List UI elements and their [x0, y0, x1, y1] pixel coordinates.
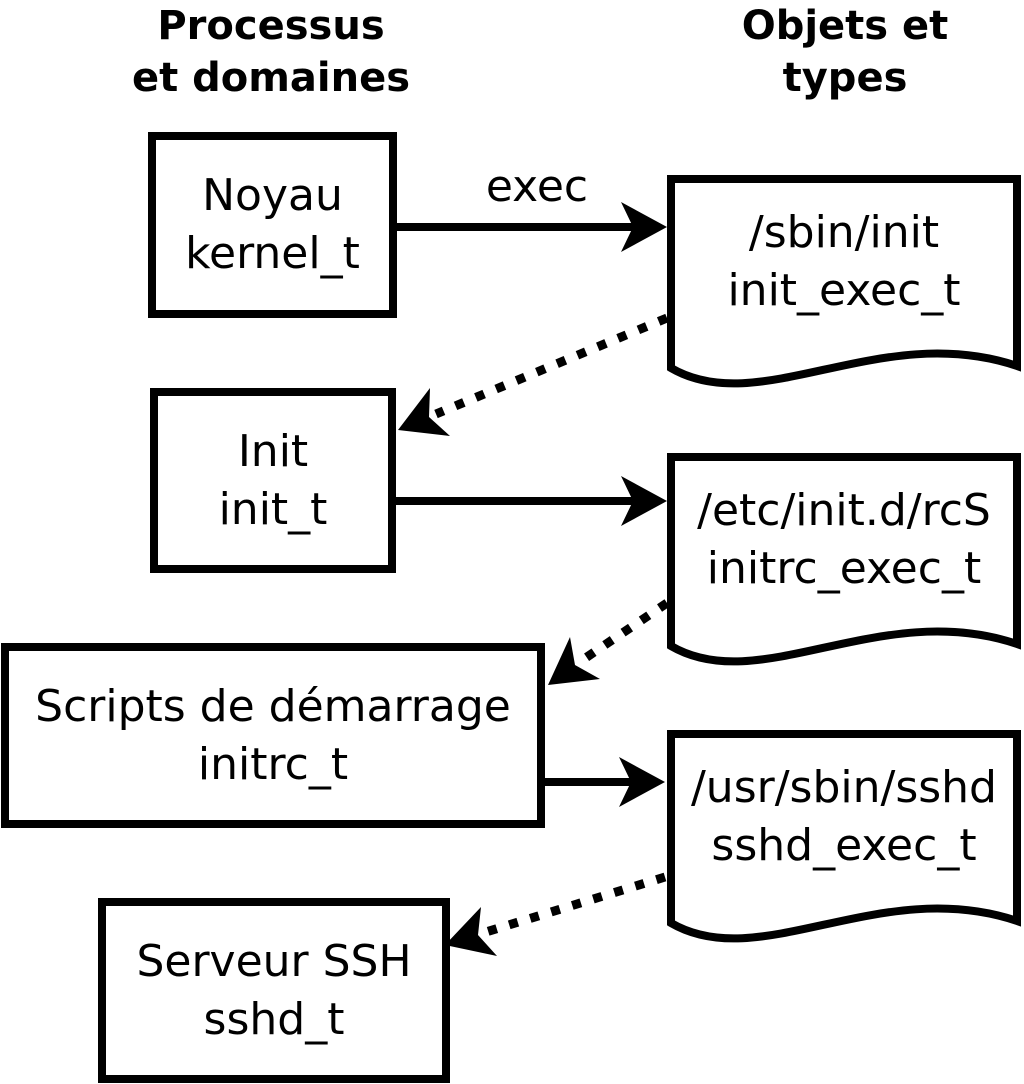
solid-arrow-kernel-to-init-exec [393, 202, 667, 252]
process-name: Init [237, 425, 309, 477]
object-path: /usr/sbin/sshd [690, 762, 997, 813]
dotted-arrow-initrc-exec-to-initrc [548, 599, 670, 685]
process-name: Serveur SSH [136, 935, 412, 987]
process-box-kernel: Noyau kernel_t [148, 132, 397, 318]
solid-arrow-init-to-initrc-exec [392, 476, 667, 526]
exec-arrow-label: exec [485, 161, 589, 212]
dotted-arrow-init-exec-to-init [398, 313, 669, 436]
process-box-initrc: Scripts de démarrage initrc_t [1, 643, 545, 828]
object-type: sshd_exec_t [711, 820, 977, 871]
object-path: /sbin/init [748, 207, 940, 258]
column-header-processes: Processus et domaines [81, 0, 461, 104]
object-doc-label-initrc-exec: /etc/init.d/rcS initrc_exec_t [671, 482, 1017, 598]
process-name: Scripts de démarrage [35, 680, 511, 732]
object-type: init_exec_t [727, 265, 961, 316]
dotted-arrow-sshd-exec-to-sshd [445, 872, 667, 956]
column-header-processes-line2: et domaines [131, 55, 411, 101]
object-doc-label-init-exec: /sbin/init init_exec_t [671, 204, 1017, 320]
process-box-init: Init init_t [150, 388, 396, 573]
document-shape-init-exec [667, 175, 1021, 388]
document-shape-initrc-exec [667, 453, 1021, 666]
domain-type: kernel_t [185, 228, 360, 279]
process-name: Noyau [202, 170, 343, 221]
domain-type: sshd_t [203, 993, 345, 1045]
solid-arrow-initrc-to-sshd-exec [541, 757, 665, 807]
object-doc-label-sshd-exec: /usr/sbin/sshd sshd_exec_t [671, 759, 1017, 875]
domain-type: init_t [218, 483, 328, 535]
document-shape-sshd-exec [667, 730, 1021, 943]
object-path: /etc/init.d/rcS [697, 485, 991, 536]
column-header-objects-line2: types [782, 55, 908, 101]
column-header-processes-line1: Processus [157, 3, 385, 49]
domain-type: initrc_t [197, 738, 349, 790]
object-type: initrc_exec_t [706, 543, 982, 594]
column-header-objects: Objets et types [725, 0, 965, 104]
process-box-sshd: Serveur SSH sshd_t [98, 898, 450, 1083]
column-header-objects-line1: Objets et [741, 3, 949, 49]
